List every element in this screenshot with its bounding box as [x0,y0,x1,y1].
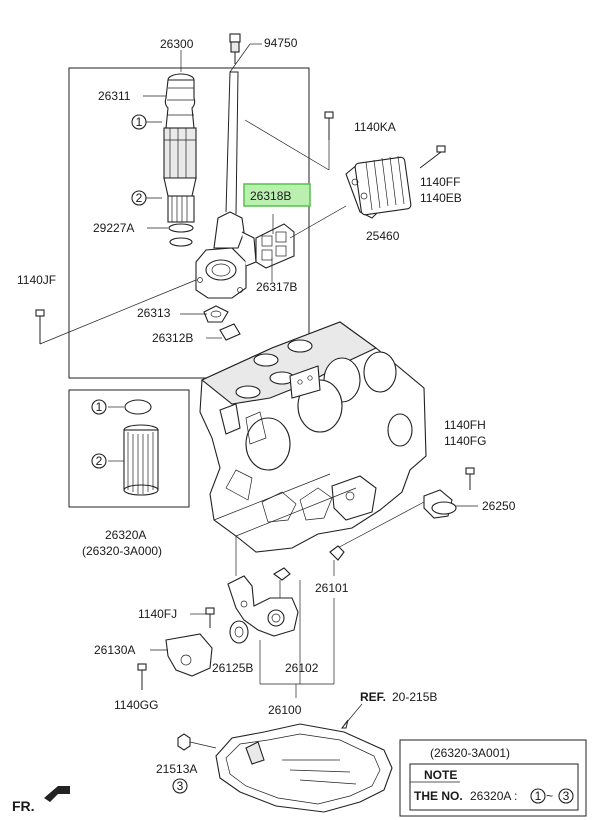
label-26250[interactable]: 26250 [482,499,516,513]
gasket-26101-drawing [273,545,345,581]
chain-guide-26130A-drawing [150,633,213,677]
label-29227A[interactable]: 29227A [93,221,134,235]
label-26317B[interactable]: 26317B [256,280,297,294]
label-1140GG[interactable]: 1140GG [114,698,158,712]
callout-2-box: 2 [91,453,107,469]
filter-element-frame [68,389,190,508]
label-26102[interactable]: 26102 [285,661,319,675]
bolt-1140GG-drawing [137,663,147,690]
callout-label: 2 [96,454,103,468]
engine-block-drawing [199,321,427,553]
label-1140JF[interactable]: 1140JF [17,273,56,287]
oil-cooler-gasket-drawing [255,223,295,269]
label-26125B[interactable]: 26125B [212,661,253,675]
ref-arrow [341,703,363,729]
label-26311[interactable]: 26311 [98,89,131,103]
callout-3-plug: 3 [172,778,188,794]
bolt-1140FH-drawing [465,467,475,490]
front-arrow-icon [44,786,70,802]
note-part: 26320A : [470,789,517,803]
note-from: 1 [535,789,542,803]
oil-filter-cap-drawing [163,73,197,247]
leader-bracket-26100 [259,560,335,698]
filter-element-drawing [108,399,159,496]
oil-pressure-sensor-drawing [229,33,241,64]
callout-label: 2 [136,191,143,205]
label-26100[interactable]: 26100 [268,703,302,717]
callout-label: 1 [96,400,103,414]
label-1140FF[interactable]: 1140FF [420,175,460,189]
note-tilde: ~ [546,789,553,803]
leader-lines [39,43,347,345]
callout-1-box: 1 [91,399,107,415]
bolt-1140FF-drawing [419,145,446,169]
callout-label: 3 [177,779,184,793]
oil-pan-drawing [215,723,393,813]
drain-plug-21513A-drawing [177,733,217,751]
note-prefix: THE NO. [414,789,463,803]
bolt-1140JF-drawing [35,309,45,344]
note-header[interactable]: (26320-3A001) [430,746,510,760]
label-26313[interactable]: 26313 [137,306,171,320]
highlight-26318B [243,183,311,207]
label-26320A[interactable]: 26320A [105,528,146,542]
oil-filter-assembly-frame [68,67,310,379]
sprocket-26125B-drawing [229,620,249,644]
label-1140FG[interactable]: 1140FG [444,434,486,448]
bolt-1140FJ-drawing [190,607,215,628]
filter-housing-body-drawing [195,71,257,299]
label-26101[interactable]: 26101 [315,581,349,595]
label-26300[interactable]: 26300 [160,37,194,51]
note-to: 3 [563,789,570,803]
ref-link[interactable]: 20-215B [392,690,437,704]
label-26130A[interactable]: 26130A [94,643,135,657]
note-title: NOTE [424,768,457,782]
label-26320-3A000[interactable]: (26320-3A000) [82,544,162,558]
oil-cooler-drawing [345,155,412,219]
bolt-1140KA-drawing [324,111,334,170]
label-25460[interactable]: 25460 [366,229,400,243]
label-21513A[interactable]: 21513A [156,762,197,776]
label-1140FH[interactable]: 1140FH [444,418,486,432]
callout-1-top: 1 [131,114,147,130]
label-26318B[interactable]: 26318B [250,189,291,203]
oil-pump-26100-drawing [227,536,299,637]
label-1140KA[interactable]: 1140KA [354,120,396,134]
note-to-callout: 3 [558,788,574,804]
label-1140FJ[interactable]: 1140FJ [138,607,177,621]
label-26312B[interactable]: 26312B [152,331,193,345]
label-94750[interactable]: 94750 [264,36,298,50]
callout-label: 1 [136,115,143,129]
note-box [399,739,587,817]
label-1140EB[interactable]: 1140EB [420,191,462,205]
gasket-26312B-drawing [219,323,241,341]
ref-label: REF. [360,690,386,704]
front-label: FR. [12,798,35,814]
note-from-callout: 1 [530,788,546,804]
callout-2-top: 2 [131,190,147,206]
oil-strainer-26250-drawing [329,489,478,553]
seal-26313-drawing [203,305,229,323]
